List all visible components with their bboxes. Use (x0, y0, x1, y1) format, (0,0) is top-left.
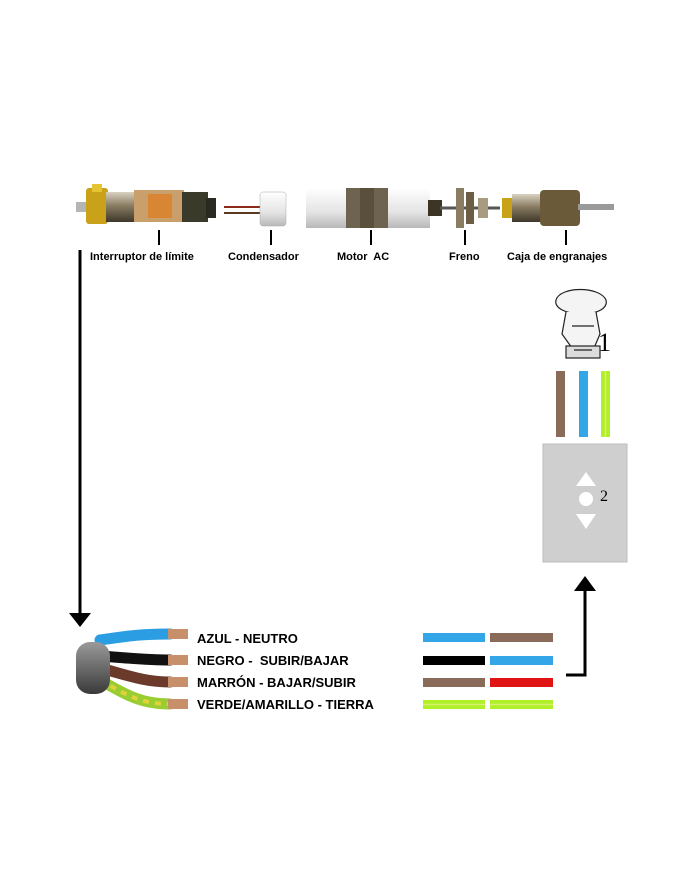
bar-blue-right (490, 656, 553, 665)
label-ticks (158, 230, 567, 245)
wire-label-blue: AZUL - NEUTRO (197, 631, 298, 646)
label-brake: Freno (449, 251, 480, 263)
stop-circle-icon (579, 492, 593, 506)
plug-number: 1 (598, 328, 611, 357)
gearbox-part (502, 190, 614, 226)
brake-part (440, 188, 500, 228)
four-core-cable (76, 628, 188, 710)
bar-red-right (490, 678, 553, 687)
arrow-up-to-switch (566, 576, 596, 677)
plug-icon (555, 289, 607, 359)
label-limit-switch: Interruptor de límite (90, 251, 194, 263)
wire-label-green-yellow: VERDE/AMARILLO - TIERRA (197, 697, 374, 712)
bar-brown-left (423, 678, 485, 687)
bar-brown-right (490, 633, 553, 642)
color-pair-bars (423, 633, 553, 709)
motor-part (306, 188, 442, 228)
wire-label-black: NEGRO - SUBIR/BAJAR (197, 653, 349, 668)
bar-blue-left (423, 633, 485, 642)
plug-wires (556, 371, 610, 437)
down-arrow-icon (576, 514, 596, 529)
limit-switch-part (76, 184, 216, 224)
capacitor-part (224, 191, 287, 227)
bar-black-left (423, 656, 485, 665)
up-arrow-icon (576, 472, 596, 486)
label-motor: Motor AC (337, 251, 390, 263)
wire-label-brown: MARRÓN - BAJAR/SUBIR (197, 675, 356, 690)
arrow-down (69, 250, 91, 627)
switch-number: 2 (600, 488, 608, 505)
label-capacitor: Condensador (228, 251, 299, 263)
label-gearbox: Caja de engranajes (507, 251, 608, 263)
switch-box (542, 443, 628, 563)
